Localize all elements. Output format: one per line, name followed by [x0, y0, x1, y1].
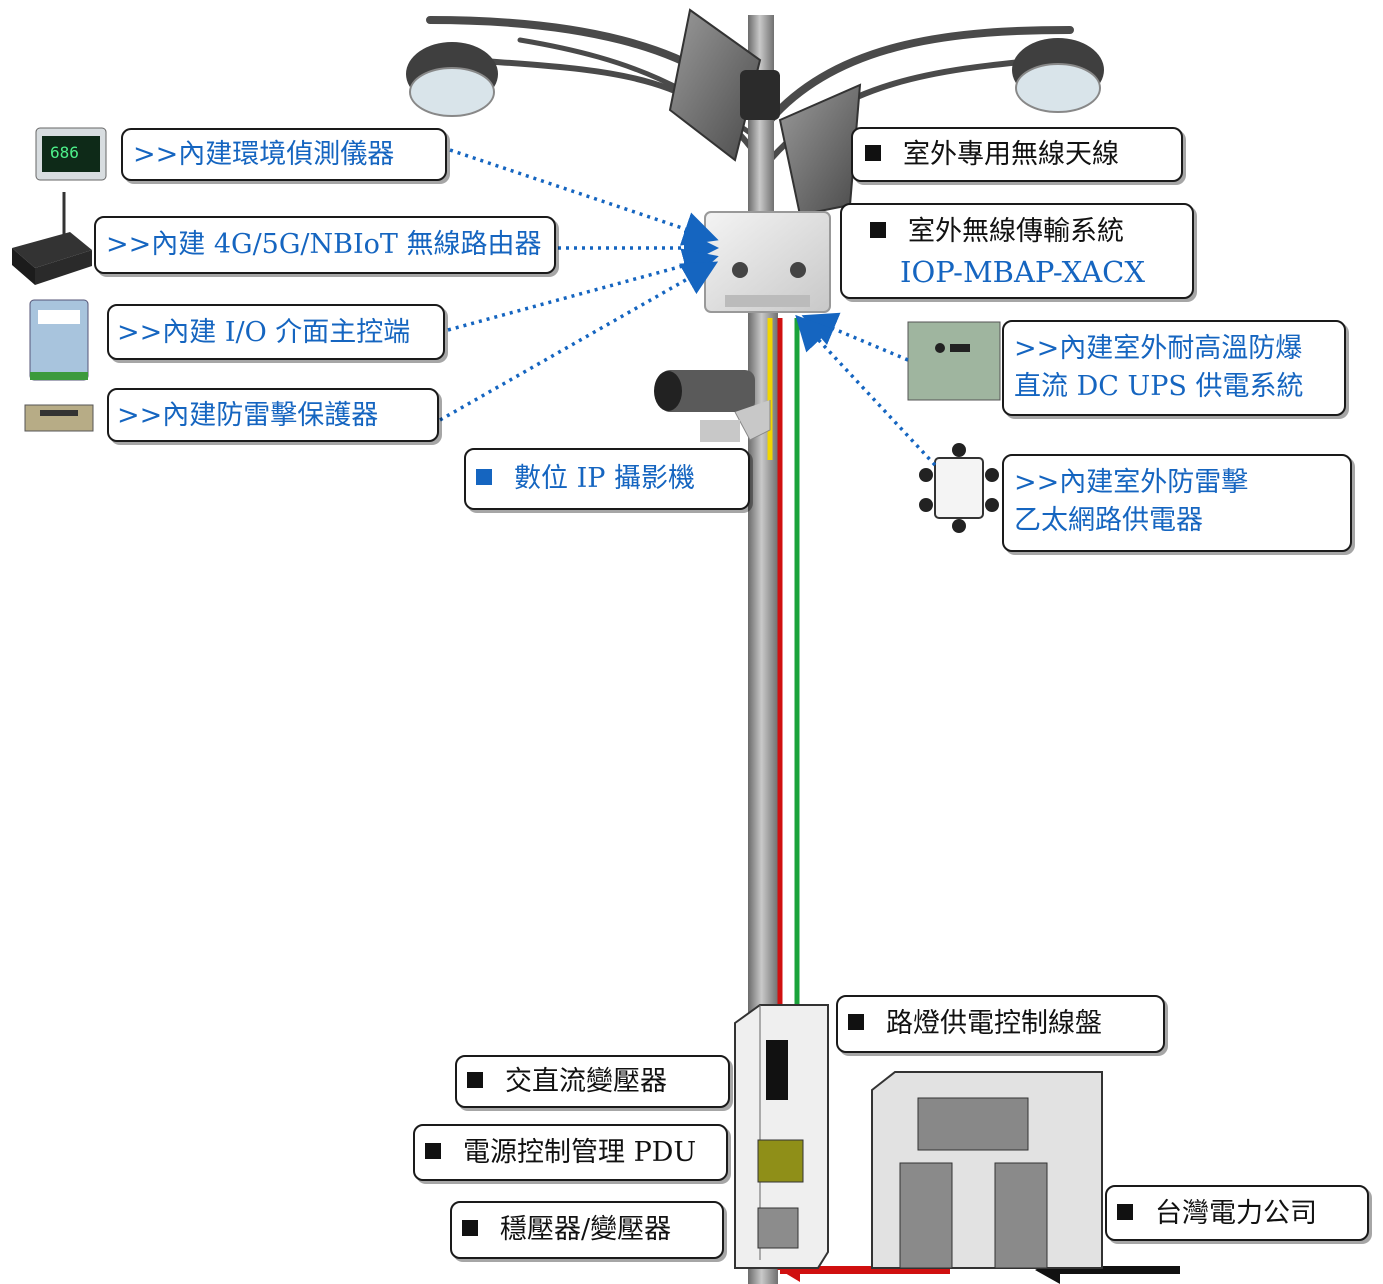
label-ups-line1: >>內建室外耐高溫防爆: [1014, 333, 1303, 364]
label-poe-line1: >>內建室外防雷擊: [1014, 467, 1249, 498]
io-module-icon: [29, 299, 89, 381]
street-lamp-icon: [1012, 38, 1104, 113]
bullet-square-icon: [848, 1014, 864, 1030]
label-stabilizer: 穩壓器/變壓器: [450, 1201, 724, 1259]
pdu-unit: [757, 1139, 804, 1183]
router-icon: [12, 192, 92, 285]
control-panel-cabinet: [734, 1004, 829, 1269]
bullet-square-icon: [462, 1220, 478, 1236]
label-stabilizer-text: 穩壓器/變壓器: [500, 1214, 672, 1245]
label-ac-dc-transformer-text: 交直流變壓器: [505, 1066, 667, 1097]
bullet-square-icon: [1117, 1204, 1133, 1220]
label-poe-line2: 乙太網路供電器: [1014, 505, 1203, 536]
label-io-controller-text: >>內建 I/O 介面主控端: [117, 317, 411, 348]
bullet-square-icon: [865, 145, 881, 161]
label-taipower-text: 台灣電力公司: [1155, 1198, 1317, 1229]
label-outdoor-antenna: 室外專用無線天線: [851, 127, 1183, 182]
label-ip-camera-text: 數位 IP 攝影機: [514, 463, 695, 494]
flat-panel-antenna-icon: [668, 8, 862, 217]
bullet-square-icon: [870, 222, 886, 238]
bullet-square-icon: [425, 1143, 441, 1159]
co2-display-value: 686: [50, 143, 79, 162]
label-environment-monitor-text: >>內建環境偵測儀器: [133, 139, 395, 170]
label-wireless-system-model: IOP-MBAP-XACX: [900, 255, 1145, 289]
label-io-controller: >>內建 I/O 介面主控端: [107, 304, 445, 360]
surge-protector-icon: [24, 404, 94, 432]
label-pdu: 電源控制管理 PDU: [413, 1124, 728, 1181]
label-lamp-control-panel-text: 路燈供電控制線盤: [886, 1008, 1102, 1039]
label-lamp-control-panel: 路燈供電控制線盤: [836, 995, 1165, 1053]
label-router: >>內建 4G/5G/NBIoT 無線路由器: [94, 216, 556, 274]
taipower-building-icon: [871, 1071, 1103, 1269]
outdoor-wireless-system-box: [704, 211, 831, 313]
ups-box-icon: [907, 321, 1001, 401]
label-ups: >>內建室外耐高溫防爆 直流 DC UPS 供電系統: [1002, 320, 1346, 416]
label-pdu-text: 電源控制管理 PDU: [463, 1137, 697, 1168]
label-wireless-system-title: 室外無線傳輸系統: [908, 216, 1124, 247]
label-environment-monitor: >>內建環境偵測儀器: [121, 128, 447, 181]
label-surge-protector-text: >>內建防雷擊保護器: [117, 400, 379, 431]
dotted-connectors: [439, 148, 937, 467]
label-ac-dc-transformer: 交直流變壓器: [455, 1055, 730, 1108]
label-ups-line2: 直流 DC UPS 供電系統: [1014, 371, 1304, 402]
stabilizer-unit: [757, 1207, 799, 1249]
label-ip-camera: 數位 IP 攝影機: [464, 448, 750, 510]
pole-top-section: [748, 15, 774, 235]
bullet-square-icon: [476, 469, 492, 485]
label-outdoor-antenna-text: 室外專用無線天線: [903, 139, 1119, 170]
label-wireless-system: 室外無線傳輸系統 IOP-MBAP-XACX: [840, 203, 1194, 299]
label-poe: >>內建室外防雷擊 乙太網路供電器: [1002, 454, 1352, 552]
label-taipower: 台灣電力公司: [1105, 1185, 1369, 1241]
label-router-text: >>內建 4G/5G/NBIoT 無線路由器: [106, 229, 542, 260]
label-surge-protector: >>內建防雷擊保護器: [107, 388, 439, 442]
co2-monitor-icon: 686: [35, 127, 107, 181]
poe-injector-icon: [919, 443, 999, 533]
ip-camera-icon: [654, 370, 771, 442]
street-lamp-icon: [406, 42, 498, 117]
bullet-square-icon: [467, 1072, 483, 1088]
ac-dc-transformer-unit: [766, 1040, 788, 1100]
